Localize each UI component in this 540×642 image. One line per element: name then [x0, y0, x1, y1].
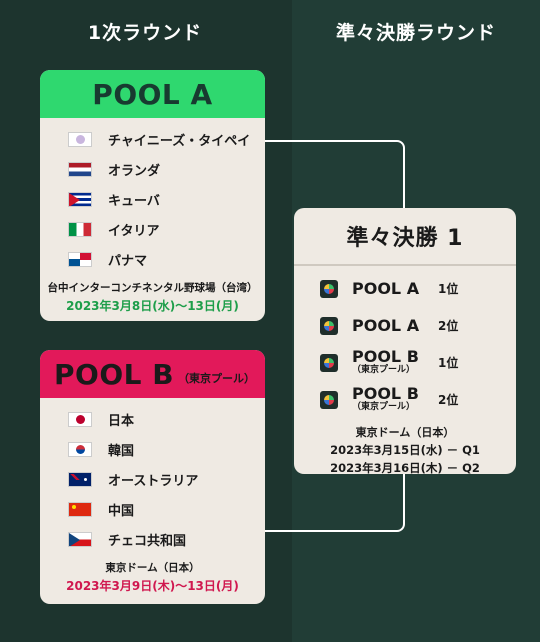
- team-row: 日本: [40, 404, 265, 434]
- team-row: キューバ: [40, 184, 265, 214]
- italy-flag-icon: [68, 221, 92, 237]
- japan-flag-icon: [68, 411, 92, 427]
- team-row: 韓国: [40, 434, 265, 464]
- team-name: キューバ: [108, 193, 160, 209]
- czech-flag-icon: [68, 531, 92, 547]
- quarterfinal-slot-list: POOL A 1位 POOL A 2位 POOL B （東京プール） 1位 PO…: [294, 266, 516, 418]
- team-row: オーストラリア: [40, 464, 265, 494]
- pool-a-title: POOL A: [92, 77, 213, 111]
- pool-a-team-list: チャイニーズ・タイペイ オランダ キューバ イタリア パナマ: [40, 118, 265, 274]
- slot-pool-name: POOL B: [352, 384, 419, 403]
- quarterfinal-round-title: 準々決勝ラウンド: [335, 22, 496, 44]
- pool-a-venue: 台中インターコンチネンタル野球場（台湾）: [47, 282, 258, 294]
- team-name: オランダ: [108, 163, 161, 179]
- slot-pool-name: POOL A: [352, 315, 420, 335]
- slot-pool-name: POOL B: [352, 347, 419, 366]
- team-name: チャイニーズ・タイペイ: [108, 133, 251, 149]
- pool-b-subtitle: （東京プール）: [178, 372, 256, 385]
- slot-pool-subtitle: （東京プール）: [352, 365, 416, 375]
- slot-pool-subtitle: （東京プール）: [352, 402, 416, 412]
- pool-b-header: POOL B （東京プール）: [40, 350, 265, 398]
- cuba-flag-icon: [68, 191, 92, 207]
- slot-pool-name: POOL A: [352, 278, 420, 298]
- team-name: イタリア: [108, 223, 160, 239]
- pool-b-dates: 2023年3月9日(木)〜13日(月): [66, 579, 239, 593]
- slot-rank: 2位: [438, 319, 459, 333]
- pool-b-card: POOL B （東京プール） 日本 韓国 オーストラリア 中: [40, 350, 265, 604]
- wbc-logo-icon: [320, 353, 338, 372]
- team-name: チェコ共和国: [108, 533, 187, 549]
- team-name: パナマ: [108, 253, 148, 269]
- team-row: イタリア: [40, 214, 265, 244]
- team-name: 韓国: [108, 443, 135, 459]
- slot-rank: 1位: [438, 282, 459, 296]
- team-row: チャイニーズ・タイペイ: [40, 124, 265, 154]
- slot-rank: 1位: [438, 356, 459, 370]
- netherlands-flag-icon: [68, 161, 92, 177]
- wbc-logo-icon: [320, 279, 338, 298]
- divider: [294, 264, 516, 266]
- team-name: 中国: [108, 503, 135, 519]
- pool-b-team-list: 日本 韓国 オーストラリア 中国 チェコ共和国: [40, 398, 265, 554]
- first-round-title: 1次ラウンド: [87, 22, 203, 44]
- pool-b-title: POOL B: [54, 357, 175, 391]
- australia-flag-icon: [68, 471, 92, 487]
- quarterfinal-venue: 東京ドーム（日本）: [355, 426, 455, 439]
- panama-flag-icon: [68, 251, 92, 267]
- team-row: パナマ: [40, 244, 265, 274]
- bracket-line-pool-b: [265, 474, 405, 532]
- quarterfinal-slot: POOL A 2位: [294, 307, 516, 344]
- team-row: チェコ共和国: [40, 524, 265, 554]
- quarterfinal-date-q1: 2023年3月15日(水) － Q1: [330, 443, 480, 457]
- bracket-line-pool-a: [265, 140, 405, 208]
- pool-a-card: POOL A チャイニーズ・タイペイ オランダ キューバ イタリア: [40, 70, 265, 321]
- quarterfinal-date-q2: 2023年3月16日(木) － Q2: [330, 461, 480, 475]
- pool-b-venue: 東京ドーム（日本）: [105, 562, 200, 574]
- quarterfinal-slot: POOL B （東京プール） 1位: [294, 344, 516, 381]
- quarterfinal-title: 準々決勝 1: [346, 226, 464, 251]
- wbc-logo-icon: [320, 390, 338, 409]
- team-name: 日本: [108, 413, 135, 429]
- slot-rank: 2位: [438, 393, 459, 407]
- quarterfinal-slot: POOL A 1位: [294, 270, 516, 307]
- wbc-logo-icon: [320, 316, 338, 335]
- team-row: オランダ: [40, 154, 265, 184]
- quarterfinal-slot: POOL B （東京プール） 2位: [294, 381, 516, 418]
- korea-flag-icon: [68, 441, 92, 457]
- chinese-taipei-flag-icon: [68, 131, 92, 147]
- team-row: 中国: [40, 494, 265, 524]
- china-flag-icon: [68, 501, 92, 517]
- pool-a-header: POOL A: [40, 70, 265, 118]
- quarterfinal-card: 準々決勝 1 POOL A 1位 POOL A 2位 POOL B （東京プール…: [294, 208, 516, 475]
- team-name: オーストラリア: [108, 473, 199, 489]
- pool-a-dates: 2023年3月8日(水)〜13日(月): [66, 299, 239, 313]
